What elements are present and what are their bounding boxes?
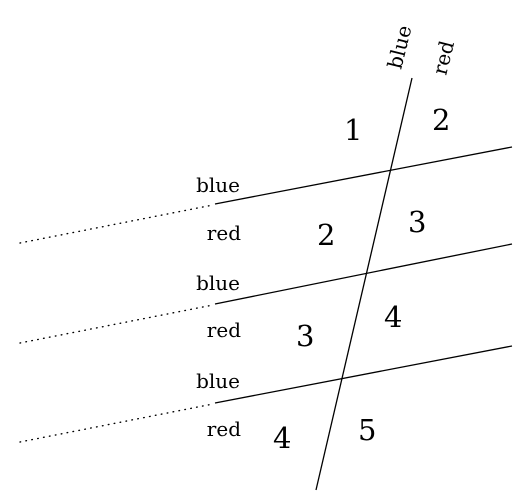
dotted-extension-3: [19, 403, 214, 443]
region-right-4: 4: [384, 300, 402, 334]
parallel-line-2: [214, 243, 513, 305]
region-left-2: 2: [317, 218, 335, 252]
band-2-upper-label: blue: [196, 271, 240, 295]
dotted-extension-1: [19, 204, 214, 244]
dotted-extension-2: [19, 304, 214, 344]
band-3-lower-label: red: [207, 417, 241, 441]
band-2-lower-label: red: [207, 318, 241, 342]
band-3-upper-label: blue: [196, 369, 240, 393]
region-right-5: 5: [358, 413, 376, 447]
region-left-4: 4: [273, 421, 291, 455]
region-left-3: 3: [296, 319, 314, 353]
top-label-blue: blue: [383, 23, 417, 71]
band-1-lower-label: red: [207, 221, 241, 245]
parallel-line-1: [214, 146, 513, 205]
band-1-upper-label: blue: [196, 173, 240, 197]
region-right-3: 3: [408, 205, 426, 239]
transversal-line: [315, 77, 413, 491]
region-left-1: 1: [344, 113, 362, 147]
top-label-red: red: [428, 38, 460, 77]
region-right-2: 2: [432, 103, 450, 137]
parallel-line-3: [214, 345, 513, 404]
